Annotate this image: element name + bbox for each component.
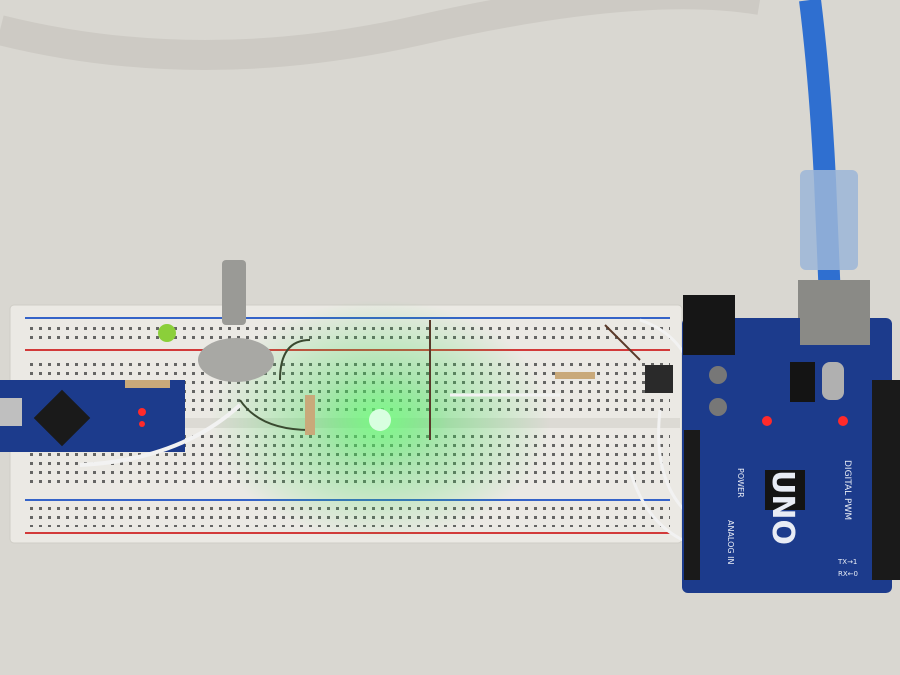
nano-status-led — [139, 421, 145, 427]
led-small-green — [158, 324, 176, 342]
rx-label: RX←0 — [838, 570, 858, 578]
arduino-uno — [682, 318, 892, 593]
uno-status-led — [762, 416, 772, 426]
nano-status-led — [138, 408, 146, 416]
crystal — [822, 362, 844, 400]
tx-label: TX→1 — [838, 558, 858, 566]
usb-cable — [799, 0, 841, 301]
analog-in-label: ANALOG IN — [726, 520, 735, 565]
cable-shadow — [0, 0, 760, 70]
uno-label: UNO — [765, 470, 800, 545]
resistor — [125, 380, 170, 388]
capacitor — [709, 398, 727, 416]
uno-status-led — [838, 416, 848, 426]
wire — [604, 324, 641, 361]
potentiometer-body — [198, 338, 274, 382]
arduino-nano — [0, 380, 185, 452]
wire — [279, 339, 311, 381]
potentiometer-shaft — [222, 260, 246, 325]
capacitor — [709, 366, 727, 384]
resistor — [555, 372, 595, 379]
uno-usb-port — [800, 280, 870, 345]
analog-header — [684, 430, 700, 580]
wire — [79, 403, 242, 467]
power-label: POWER — [736, 468, 745, 498]
digital-header — [872, 380, 900, 580]
push-button — [645, 365, 673, 393]
uno-chip — [765, 470, 805, 510]
wire — [239, 399, 311, 431]
resistor — [305, 395, 315, 435]
power-jack — [683, 295, 735, 355]
nano-usb — [0, 398, 22, 426]
usb-connector — [800, 170, 858, 270]
uno-usb-chip — [790, 362, 815, 402]
digital-pwm-label: DIGITAL PWM — [842, 460, 852, 521]
led-green — [369, 409, 391, 431]
